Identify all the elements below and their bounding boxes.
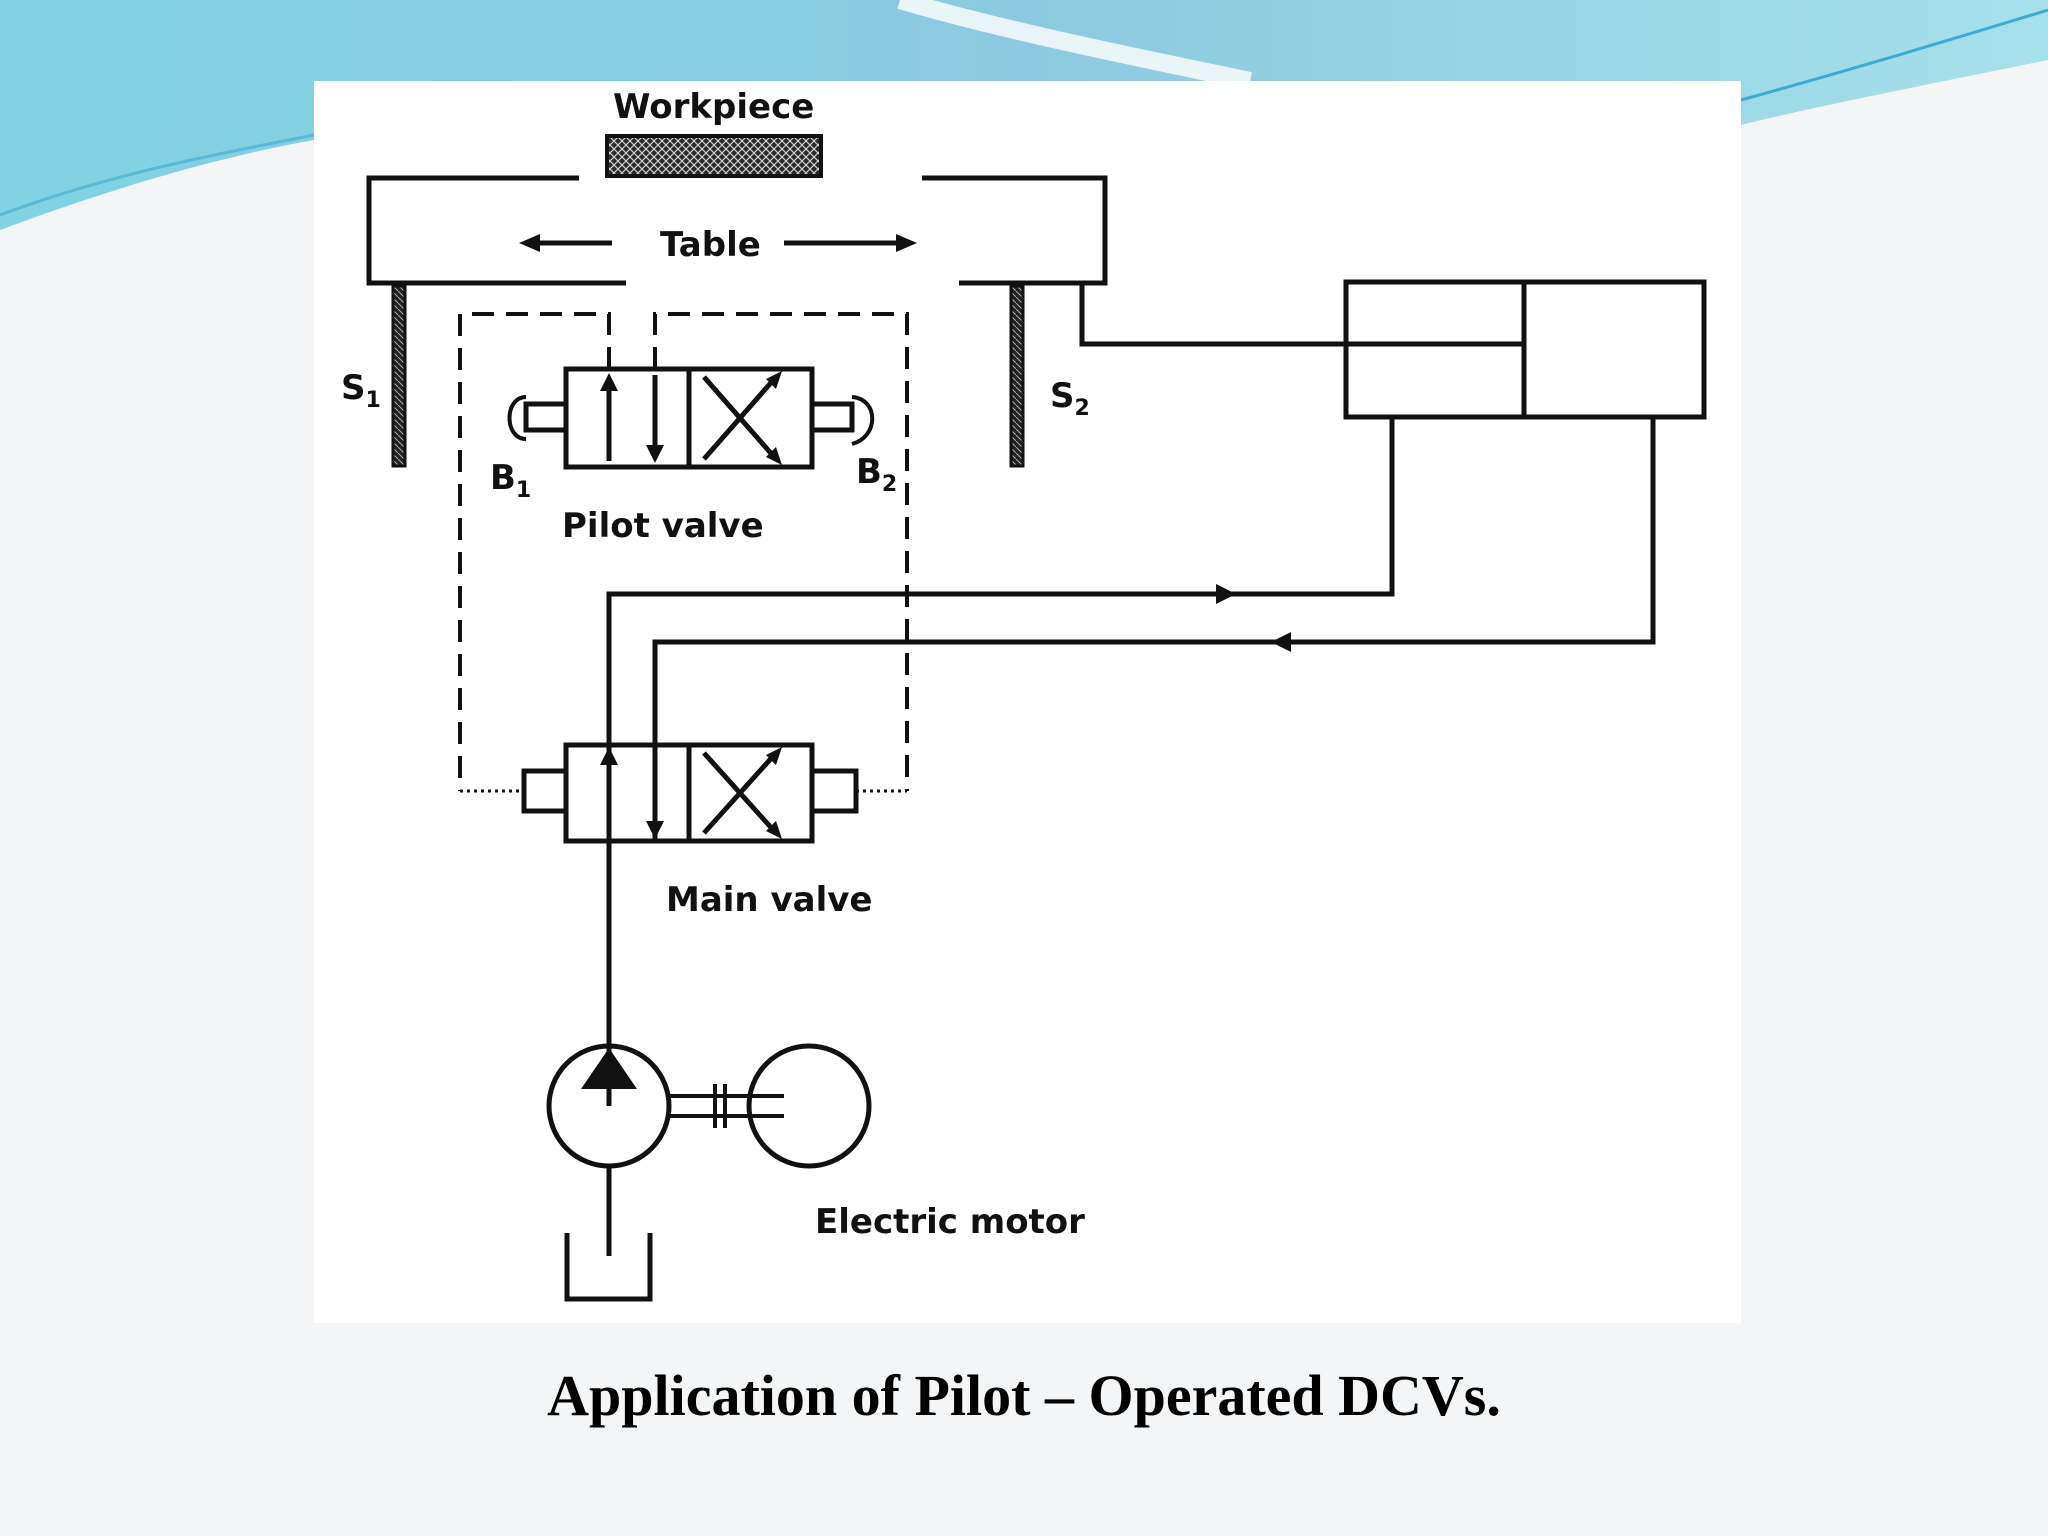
b2-label: B2: [856, 452, 897, 497]
table-outline: [366, 175, 1108, 286]
hydraulic-circuit-diagram: Workpiece Table S1 S2 B1 B2 Pilot valve …: [341, 87, 1707, 1302]
table-label: Table: [660, 225, 761, 265]
pilot-valve-label: Pilot valve: [562, 506, 764, 546]
pilot-line-left: [458, 312, 611, 791]
table-right-arrow: [896, 234, 917, 252]
table-left-arrow: [519, 234, 540, 252]
motor-coupling: [669, 1084, 784, 1128]
s1-label: S1: [341, 368, 381, 413]
diagram-panel: Workpiece Table S1 S2 B1 B2 Pilot valve …: [314, 81, 1741, 1323]
pilot-line-right: [653, 312, 909, 791]
cylinder-supply-line: [606, 417, 1395, 1106]
piston-rod: [1079, 283, 1346, 347]
cylinder-return-line: [652, 417, 1656, 839]
main-valve-label: Main valve: [666, 880, 872, 920]
slide-caption: Application of Pilot – Operated DCVs.: [547, 1363, 1501, 1428]
workpiece-block: [605, 134, 823, 178]
pilot-valve: [507, 366, 875, 470]
limit-switch-s1: [391, 284, 407, 468]
hydraulic-pump: [546, 1043, 672, 1256]
electric-motor: [746, 1043, 872, 1169]
workpiece-label: Workpiece: [613, 87, 814, 127]
main-valve: [521, 742, 859, 844]
limit-switch-s2: [1009, 284, 1025, 468]
oil-tank: [564, 1233, 653, 1302]
b1-label: B1: [490, 458, 531, 503]
electric-motor-label: Electric motor: [815, 1202, 1085, 1242]
return-flow-arrow: [1271, 632, 1291, 652]
supply-flow-arrow: [1216, 584, 1236, 604]
s2-label: S2: [1050, 376, 1090, 421]
